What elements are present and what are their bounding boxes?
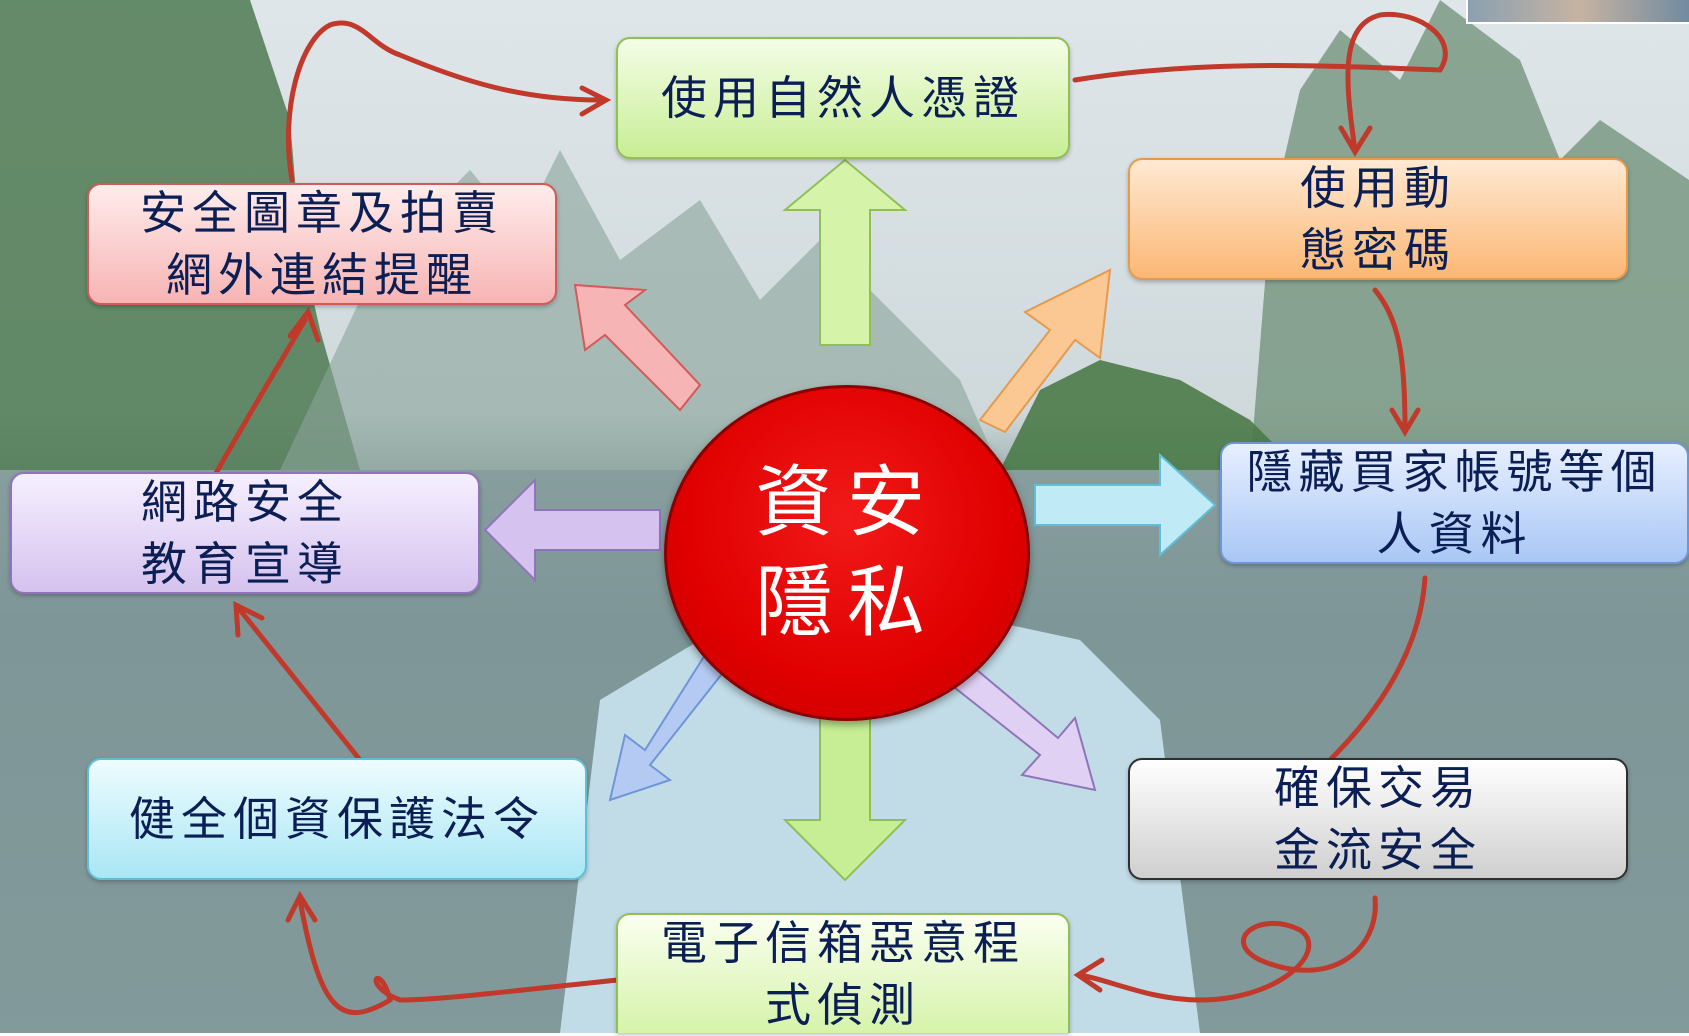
- node-bottom-left: 健全個資保護法令: [87, 758, 587, 880]
- node-left: 網路安全 教育宣導: [10, 472, 480, 594]
- arrow-up-right: [978, 268, 1112, 434]
- node-bottom-line-2: 式偵測: [765, 978, 921, 1032]
- node-top-right-line-1: 使用動: [1300, 161, 1456, 215]
- node-bottom-line-1: 電子信箱惡意程: [661, 916, 1025, 970]
- node-right-line-1: 隱藏買家帳號等個: [1246, 445, 1663, 499]
- central-topic-line-1: 資安: [754, 458, 939, 548]
- node-bottom: 電子信箱惡意程 式偵測: [616, 913, 1070, 1033]
- central-topic-line-2: 隱私: [754, 558, 939, 648]
- node-bottom-left-label: 健全個資保護法令: [129, 792, 545, 846]
- node-top: 使用自然人憑證: [616, 37, 1070, 159]
- arrow-down: [782, 694, 908, 882]
- node-top-right: 使用動 態密碼: [1128, 158, 1628, 280]
- node-bottom-right: 確保交易 金流安全: [1128, 758, 1628, 880]
- arrow-left: [483, 477, 661, 583]
- node-top-left-line-1: 安全圖章及拍賣: [140, 186, 504, 240]
- node-bottom-right-line-1: 確保交易: [1274, 761, 1482, 815]
- node-left-line-1: 網路安全: [141, 475, 349, 529]
- node-top-right-line-2: 態密碼: [1300, 223, 1456, 277]
- arrow-down-left: [608, 653, 727, 802]
- node-left-line-2: 教育宣導: [141, 537, 349, 591]
- arrow-up-left: [573, 283, 702, 412]
- node-top-left: 安全圖章及拍賣 網外連結提醒: [87, 183, 557, 305]
- node-top-left-line-2: 網外連結提醒: [166, 248, 478, 302]
- node-right: 隱藏買家帳號等個 人資料: [1220, 442, 1689, 564]
- arrow-down-right: [943, 658, 1097, 792]
- node-bottom-right-line-2: 金流安全: [1274, 823, 1482, 877]
- arrow-right: [1034, 452, 1217, 558]
- node-right-line-2: 人資料: [1376, 507, 1533, 561]
- presenter-thumbnail: [1466, 0, 1689, 24]
- central-topic: 資安 隱私: [664, 385, 1030, 721]
- arrow-up: [782, 158, 908, 346]
- annotation-strokes: [212, 11, 1448, 1016]
- node-top-label: 使用自然人憑證: [661, 71, 1025, 125]
